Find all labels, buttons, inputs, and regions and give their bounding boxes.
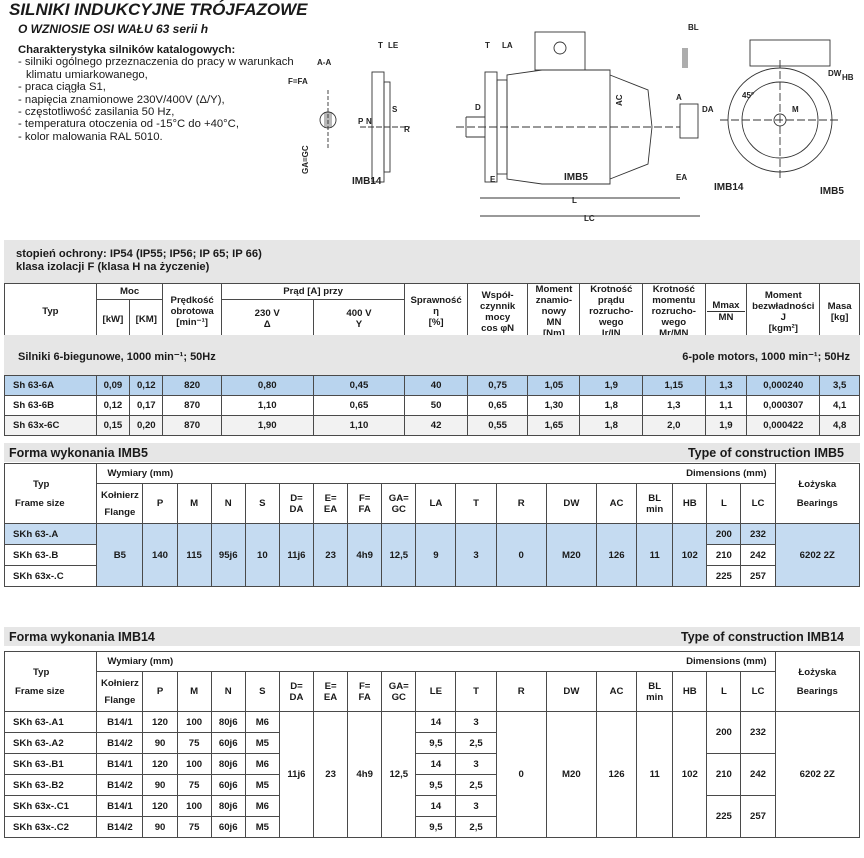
label-45: 45° xyxy=(742,91,754,100)
col-moc: Moc xyxy=(95,283,164,300)
features-block: Charakterystyka silników katalogowych: s… xyxy=(18,44,318,143)
six-pole-band xyxy=(4,335,860,375)
label-hb: HB xyxy=(842,73,854,82)
label-fa: F=FA xyxy=(288,77,308,86)
imb14-title-left: Forma wykonania IMB14 xyxy=(9,629,155,644)
label-r: R xyxy=(404,125,410,134)
label-imb5-center: IMB5 xyxy=(564,172,588,183)
imb5-heading: Forma wykonania IMB5 Type of constructio… xyxy=(4,443,860,462)
label-bl: BL xyxy=(688,23,699,32)
label-ea: EA xyxy=(676,173,687,182)
protection-line: stopień ochrony: IP54 (IP55; IP56; IP 65… xyxy=(16,248,262,260)
protection-info: stopień ochrony: IP54 (IP55; IP56; IP 65… xyxy=(16,248,262,273)
label-imb5-right: IMB5 xyxy=(820,186,844,197)
label-t: T xyxy=(378,41,383,50)
imb14-heading: Forma wykonania IMB14 Type of constructi… xyxy=(4,627,860,646)
label-lc: LC xyxy=(584,214,595,223)
label-dw: DW xyxy=(828,69,842,78)
label-m: M xyxy=(792,105,799,114)
label-p: P xyxy=(358,117,364,126)
flange-side-view: P N S R T LE IMB14 xyxy=(352,41,410,187)
motor-side-view: D T LA E AC IMB5 L LC xyxy=(456,31,700,223)
six-pole-heading: Silniki 6-biegunowe, 1000 min⁻¹; 50Hz 6-… xyxy=(4,346,860,366)
label-le: LE xyxy=(388,41,399,50)
imb5-dims-en: Dimensions (mm) xyxy=(313,463,776,484)
six-pole-right: 6-pole motors, 1000 min⁻¹; 50Hz xyxy=(682,350,850,363)
label-l: L xyxy=(572,196,577,205)
feature-item: kolor malowania RAL 5010. xyxy=(18,131,318,143)
label-imb14-right: IMB14 xyxy=(714,182,744,193)
label-s: S xyxy=(392,105,398,114)
features-list: silniki ogólnego przeznaczenia do pracy … xyxy=(18,56,318,143)
col-inertia: Moment bezwładności J[kgm²] xyxy=(746,283,821,340)
motor-front-view: DW HB M 45° IMB14 IMB5 xyxy=(714,39,854,197)
motor-dimension-drawing: A-A F=FA GA=GC P N S R T LE IMB14 D T LA… xyxy=(288,23,854,223)
feature-item: silniki ogólnego przeznaczenia do pracy … xyxy=(18,56,318,81)
imb5-dims-pl: Wymiary (mm) xyxy=(96,463,314,484)
col-current: Prąd [A] przy xyxy=(220,283,406,300)
feature-item: częstotliwość zasilania 50 Hz, xyxy=(18,106,318,118)
feature-item: napięcia znamionowe 230V/400V (Δ/Y), xyxy=(18,94,318,106)
six-pole-left: Silniki 6-biegunowe, 1000 min⁻¹; 50Hz xyxy=(18,350,216,363)
label-ac: AC xyxy=(615,94,624,106)
label-t2: T xyxy=(485,41,490,50)
label-la: LA xyxy=(502,41,513,50)
shaft-section-view: A-A F=FA GA=GC xyxy=(288,58,337,174)
features-heading: Charakterystyka silników katalogowych: xyxy=(18,44,236,56)
motor-spec-header: Typ Moc Prędkość obrotowa[min⁻¹] Prąd [A… xyxy=(4,283,860,341)
feature-item: temperatura otoczenia od -15°C do +40°C, xyxy=(18,118,318,130)
page-title: SILNIKI INDUKCYJNE TRÓJFAZOWE xyxy=(9,0,308,19)
label-e: E xyxy=(490,175,496,184)
imb5-title-left: Forma wykonania IMB5 xyxy=(9,445,148,460)
imb14-title-right: Type of construction IMB14 xyxy=(681,629,844,644)
col-km: [KM] xyxy=(129,298,164,341)
label-a: A xyxy=(676,93,682,102)
insulation-line: klasa izolacji F (klasa H na życzenie) xyxy=(16,260,210,273)
label-n: N xyxy=(366,117,372,126)
col-typ: Typ xyxy=(4,283,97,340)
label-aa: A-A xyxy=(317,58,331,67)
feature-item: praca ciągła S1, xyxy=(18,81,318,93)
protection-band xyxy=(4,240,860,283)
col-kw: [kW] xyxy=(95,298,131,341)
page-subtitle: O WZNIOSIE OSI WAŁU 63 serii h xyxy=(18,22,209,36)
label-gc: GA=GC xyxy=(301,145,310,174)
label-imb14-left: IMB14 xyxy=(352,176,382,187)
imb14-dims-pl: Wymiary (mm) xyxy=(96,651,314,672)
label-da: DA xyxy=(702,105,714,114)
col-mass: Masa[kg] xyxy=(819,283,860,340)
imb14-dims-en: Dimensions (mm) xyxy=(313,651,776,672)
imb5-title-right: Type of construction IMB5 xyxy=(687,445,844,460)
col-speed: Prędkość obrotowa[min⁻¹] xyxy=(162,283,222,340)
label-d: D xyxy=(475,103,481,112)
rear-shaft-detail: BL A DA EA xyxy=(676,23,714,182)
